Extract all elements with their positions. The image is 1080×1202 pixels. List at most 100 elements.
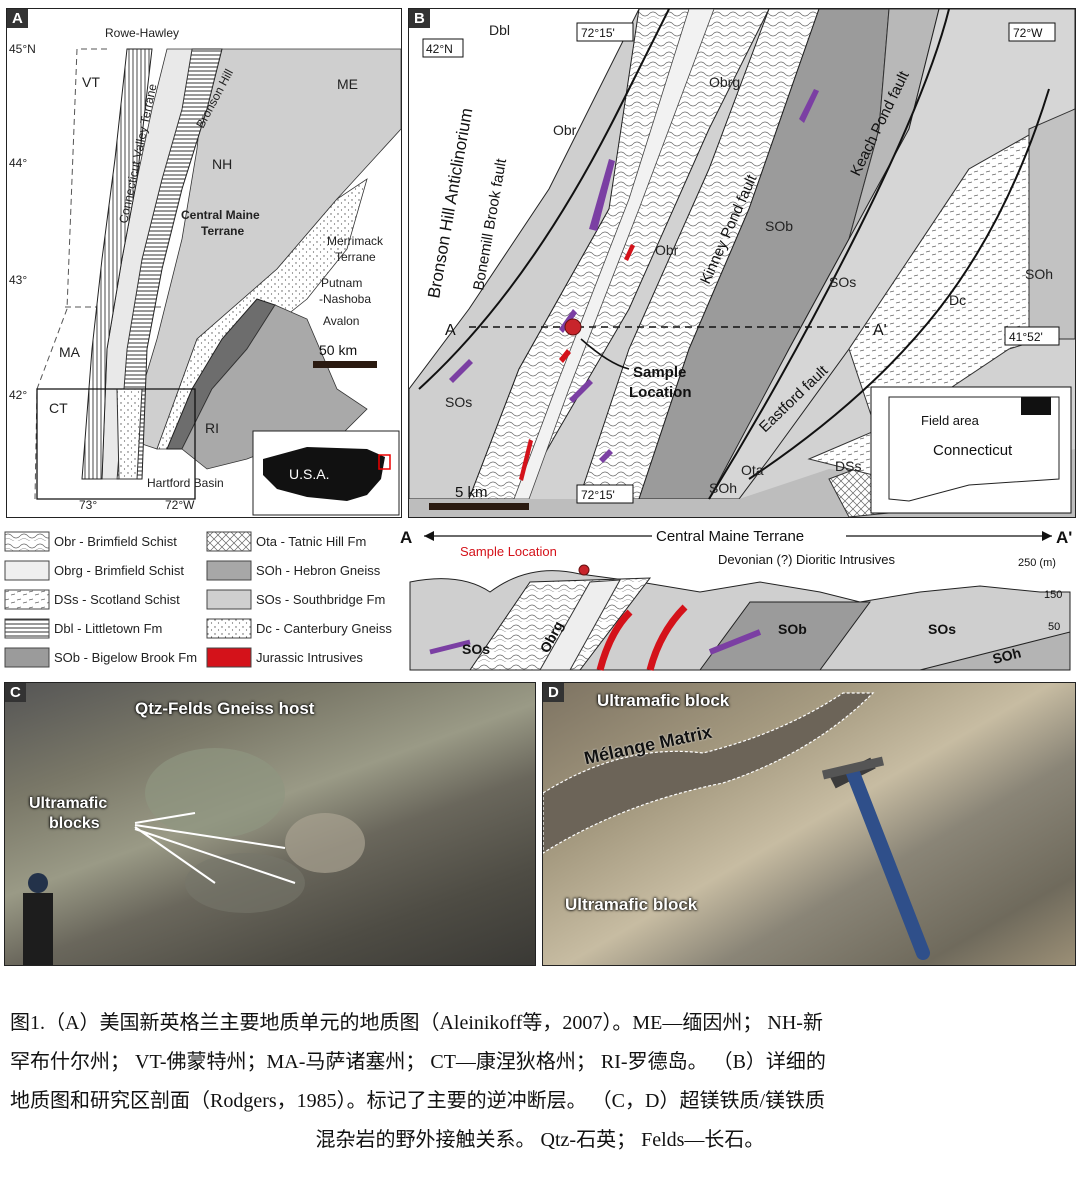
unit-label: DSs (835, 458, 861, 474)
unit-label: Dc (949, 292, 966, 308)
lat-tick: 42° (9, 388, 27, 402)
field-area-label: Field area (921, 413, 980, 428)
legend-item: Jurassic Intrusives (206, 646, 363, 668)
outcrop-d (543, 692, 930, 960)
legend-label: SOs - Southbridge Fm (256, 591, 386, 607)
legend-swatch (4, 618, 50, 638)
lat-tick: 44° (9, 156, 27, 170)
state-ma: MA (59, 344, 81, 360)
unit-label: SOs (445, 394, 472, 410)
legend-label: SOb - Bigelow Brook Fm (54, 649, 198, 665)
section-unit: SOs (462, 641, 490, 657)
panel-label: C (5, 683, 26, 702)
panel-label: A (7, 9, 28, 28)
legend-swatch (206, 618, 252, 638)
section-sample-label: Sample Location (460, 544, 557, 559)
unit-label: Obrg (709, 74, 740, 90)
legend-item: Obrg - Brimfield Schist (4, 559, 184, 581)
state-vt: VT (82, 74, 100, 90)
legend-label: Dbl - Littletown Fm (54, 620, 163, 636)
scale-label: 5 km (455, 484, 488, 501)
scale-bar (429, 503, 529, 510)
legend-item: DSs - Scotland Schist (4, 588, 180, 610)
ultramafic-bottom-label: Ultramafic block (565, 895, 698, 914)
corner-coord: 41°52' (1009, 330, 1043, 344)
field-area-box (1021, 397, 1051, 415)
legend-item: Ota - Tatnic Hill Fm (206, 530, 366, 552)
sample-arrow (580, 338, 630, 370)
unit-label: Ota (741, 462, 764, 478)
photo-c: C Qtz-Felds Gneiss host Ultramafic block… (4, 682, 536, 966)
section-unit: SOs (928, 621, 956, 637)
figure-caption: 图1.（A）美国新英格兰主要地质单元的地质图（Aleinikoff等，2007）… (10, 1004, 1070, 1160)
avalon-label: Avalon (323, 314, 359, 328)
connecticut-outline (888, 396, 1060, 502)
unit-label: SOb (765, 218, 793, 234)
merrimack-label: Merrimack (327, 234, 384, 248)
hartford-label: Hartford Basin (147, 476, 224, 490)
section-a: A (400, 528, 412, 547)
lon-tick: 72°W (165, 498, 195, 512)
state-ct: CT (49, 400, 68, 416)
legend-label: Obrg - Brimfield Schist (54, 562, 185, 578)
section-a-prime: A' (873, 322, 887, 339)
field-area-map: A A' Sample Location Dbl Obrg Obr Obr SO… (409, 9, 1075, 517)
person (23, 893, 53, 965)
inset-label: U.S.A. (289, 466, 329, 482)
legend-swatch (206, 560, 252, 580)
putnam-label: Putnam (321, 276, 362, 290)
legend-label: Obr - Brimfield Schist (54, 533, 177, 549)
panel-label: D (543, 683, 564, 702)
unit-label: SOh (709, 480, 737, 496)
jurassic-intrusives (519, 244, 635, 481)
cmt-label-2: Terrane (201, 224, 244, 238)
lat-tick: 43° (9, 273, 27, 287)
legend-swatch (4, 589, 50, 609)
unit-label: Dbl (489, 22, 510, 38)
corner-coord: 72°15' (581, 26, 615, 40)
ultramafic-lenses (449, 89, 819, 463)
sample-location-marker (564, 318, 582, 336)
rowe-hawley-label: Rowe-Hawley (105, 26, 179, 40)
map-legend: Obr - Brimfield Schist Ota - Tatnic Hill … (4, 530, 404, 675)
legend-label: Jurassic Intrusives (256, 649, 363, 665)
devonian-label: Devonian (?) Dioritic Intrusives (718, 552, 896, 567)
legend-swatch (4, 647, 50, 667)
legend-swatch (206, 647, 252, 667)
sample-label: Sample (633, 364, 686, 381)
section-sample-marker (578, 564, 590, 576)
section-a-prime: A' (1056, 528, 1072, 547)
elevation-tick: 250 (m) (1018, 557, 1056, 569)
section-a: A (445, 322, 456, 339)
unit-label: Obr (655, 242, 679, 258)
corner-coord: 72°W (1013, 26, 1043, 40)
legend-label: DSs - Scotland Schist (54, 591, 180, 607)
sample-label-2: Location (629, 384, 692, 401)
usa-silhouette (263, 447, 385, 501)
caption-line: 罕布什尔州； VT-佛蒙特州；MA-马萨诸塞州； CT—康涅狄格州； RI-罗德… (10, 1051, 826, 1073)
state-ri: RI (205, 420, 219, 436)
legend-item: Obr - Brimfield Schist (4, 530, 177, 552)
merrimack-label-2: Terrane (335, 250, 376, 264)
state-nh: NH (212, 156, 232, 172)
hammer (846, 766, 930, 960)
legend-label: SOh - Hebron Gneiss (256, 562, 381, 578)
outcrop-c (23, 748, 365, 965)
cross-section: Central Maine Terrane A A' Sample Locati… (400, 522, 1076, 674)
section-unit: SOh (991, 644, 1023, 666)
legend-swatch (206, 589, 252, 609)
nashoba-label: -Nashoba (319, 292, 371, 306)
legend-item: SOb - Bigelow Brook Fm (4, 646, 197, 668)
legend-swatch (4, 531, 50, 551)
elevation-tick: 50 (1048, 621, 1060, 633)
legend-item: SOh - Hebron Gneiss (206, 559, 380, 581)
legend-label: Ota - Tatnic Hill Fm (256, 533, 367, 549)
legend-item: SOs - Southbridge Fm (206, 588, 385, 610)
blocks-label: Ultramafic (29, 795, 108, 812)
scale-bar (313, 361, 377, 368)
panel-label: B (409, 9, 430, 28)
caption-line: 混杂岩的野外接触关系。 Qtz-石英； Felds—长石。 (315, 1129, 765, 1151)
inset-highlight (378, 454, 391, 470)
unit-label: SOh (1025, 266, 1053, 282)
elevation-tick: 150 (1044, 589, 1062, 601)
